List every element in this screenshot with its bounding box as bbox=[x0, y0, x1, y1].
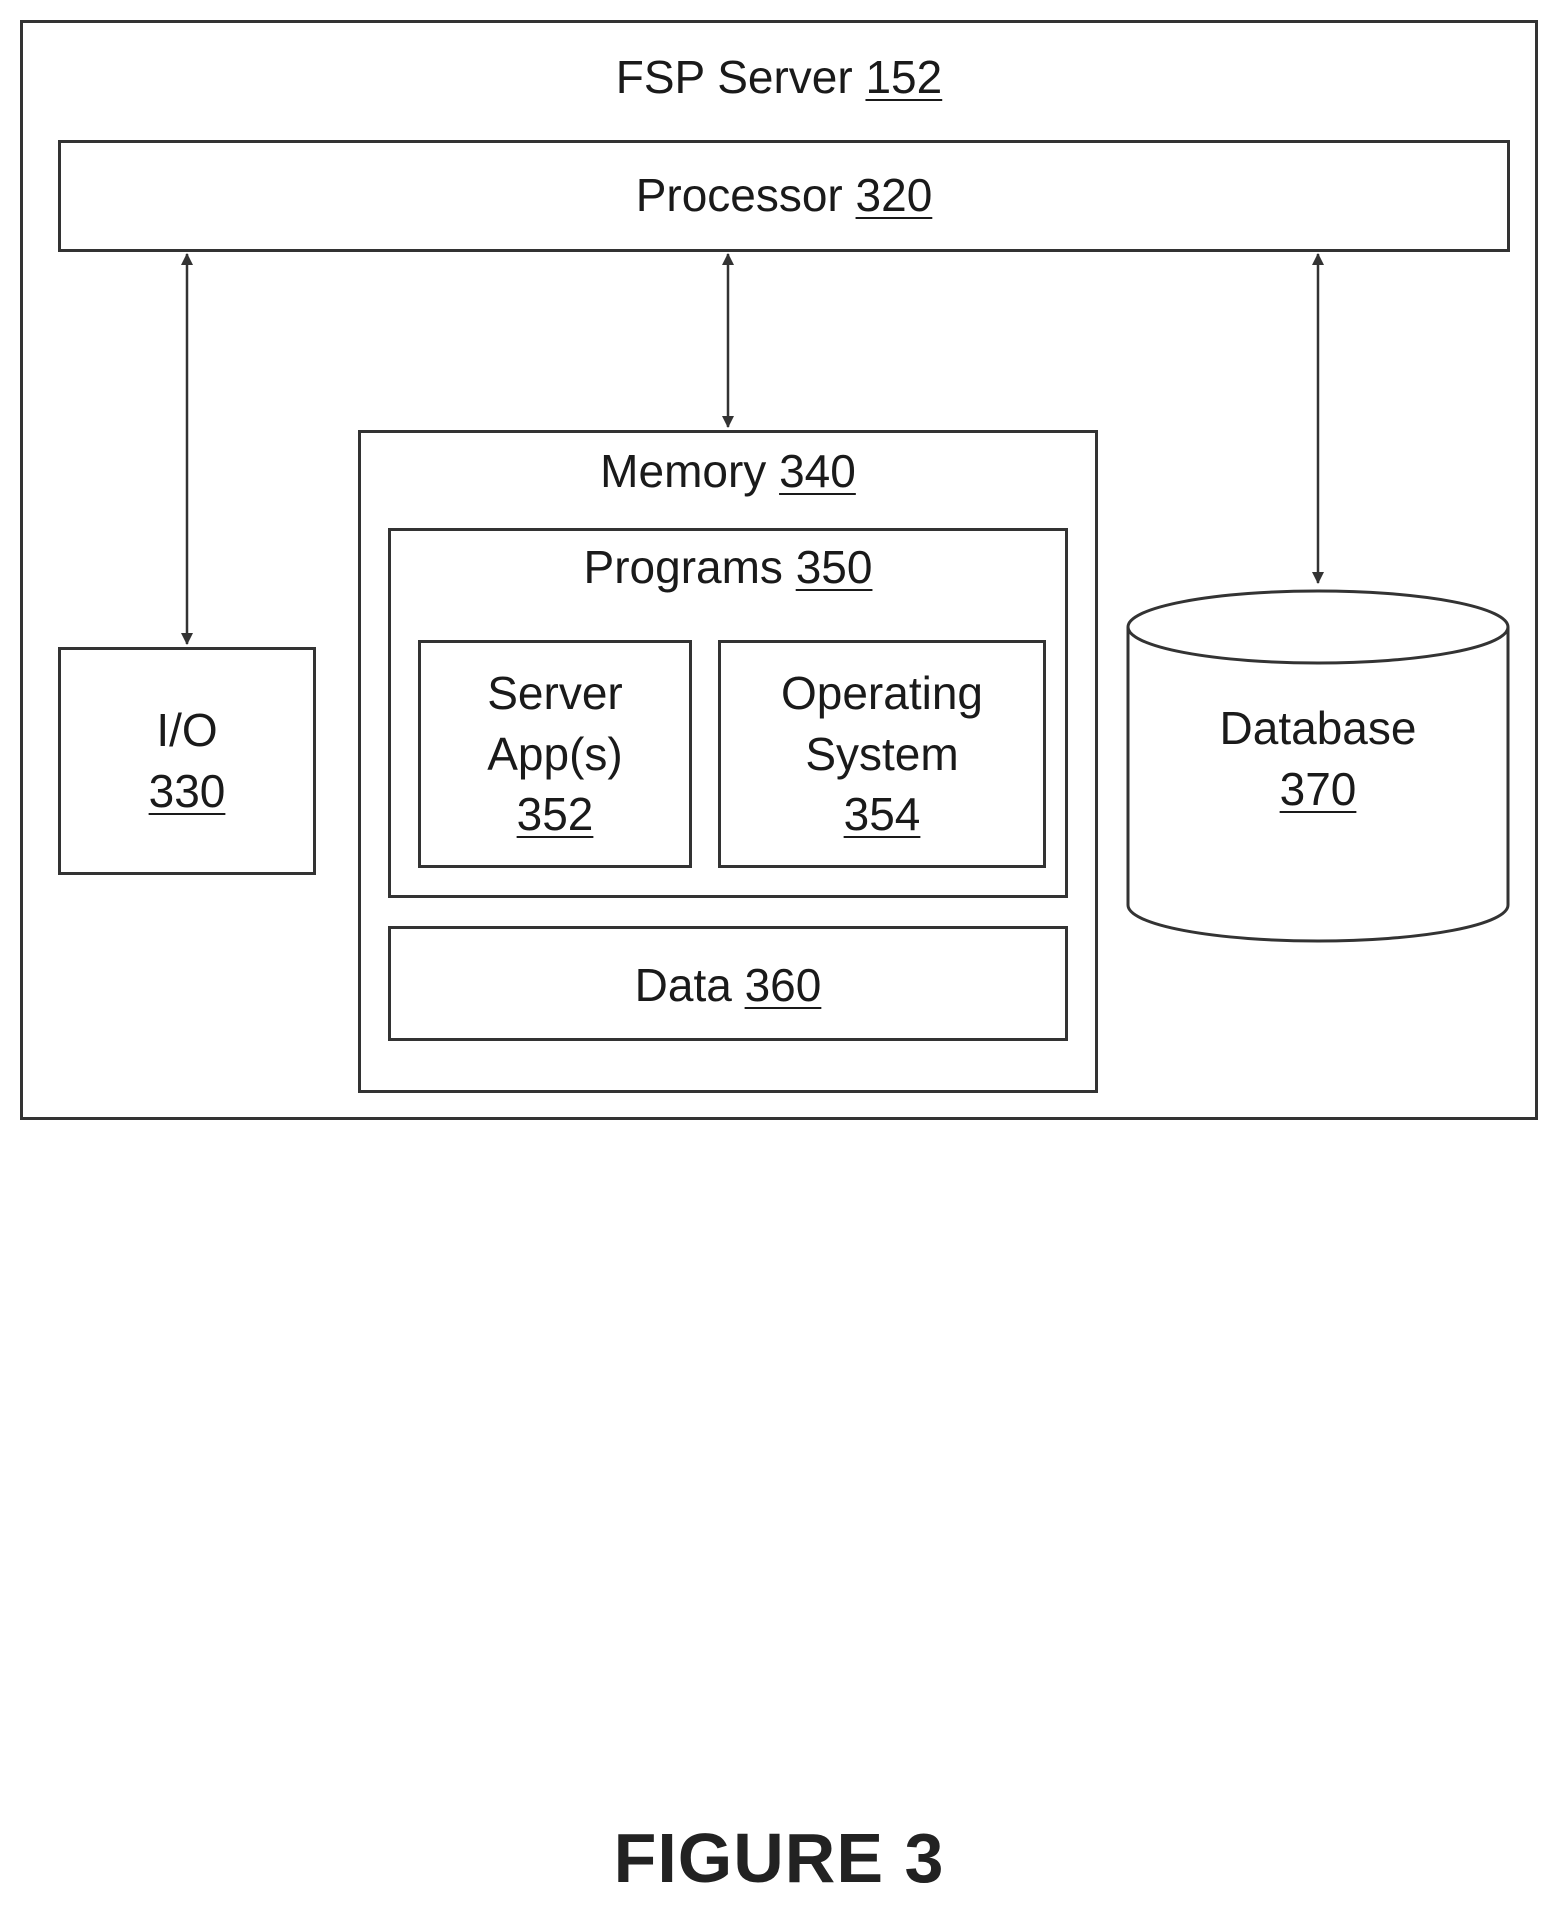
database-name: Database bbox=[1126, 698, 1510, 759]
figure-label: FIGURE 3 bbox=[0, 1818, 1558, 1898]
database-label: Database 370 bbox=[1126, 698, 1510, 819]
database-ref: 370 bbox=[1126, 759, 1510, 820]
